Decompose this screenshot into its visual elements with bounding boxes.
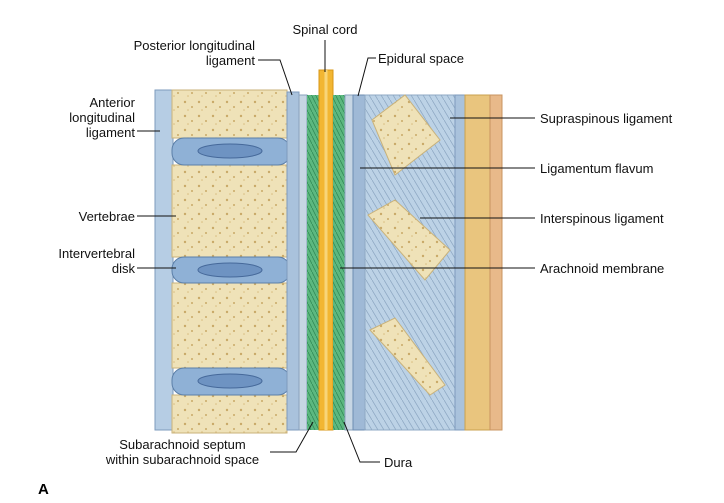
panel-label: A <box>38 481 49 498</box>
label-posterior-longitudinal-ligament: Posterior longitudinal ligament <box>133 38 255 68</box>
label-dura: Dura <box>384 455 413 470</box>
vertebra-3 <box>171 282 288 369</box>
posterior-longitudinal-ligament <box>286 91 300 431</box>
vertebra-2 <box>171 164 288 258</box>
dura-posterior <box>344 94 354 431</box>
label-epidural-space: Epidural space <box>378 51 464 66</box>
anterior-longitudinal-ligament <box>154 89 174 431</box>
label-interspinous-ligament: Interspinous ligament <box>540 211 664 226</box>
ligamentum-flavum <box>352 94 366 431</box>
label-subarachnoid-septum: Subarachnoid septum within subarachnoid … <box>105 437 260 467</box>
spinous-processes <box>367 94 451 396</box>
skin <box>489 94 503 431</box>
label-arachnoid-membrane: Arachnoid membrane <box>540 261 665 276</box>
supraspinous-ligament <box>454 94 466 431</box>
label-spinal-cord: Spinal cord <box>292 22 358 37</box>
label-intervertebral-disk: Intervertebral disk <box>58 246 135 276</box>
arachnoid-anterior <box>307 95 319 430</box>
subcutaneous-tissue <box>464 94 491 431</box>
vertebra-1 <box>171 89 288 139</box>
dura-anterior <box>298 94 308 431</box>
leader-lines <box>137 40 535 463</box>
label-ligamentum-flavum: Ligamentum flavum <box>540 161 654 176</box>
vertebra-4 <box>171 394 288 434</box>
label-anterior-longitudinal-ligament: Anterior longitudinal ligament <box>69 95 135 140</box>
label-supraspinous-ligament: Supraspinous ligament <box>540 111 673 126</box>
arachnoid-posterior <box>333 95 345 430</box>
label-vertebrae: Vertebrae <box>78 209 135 224</box>
intervertebral-disks <box>171 137 291 396</box>
